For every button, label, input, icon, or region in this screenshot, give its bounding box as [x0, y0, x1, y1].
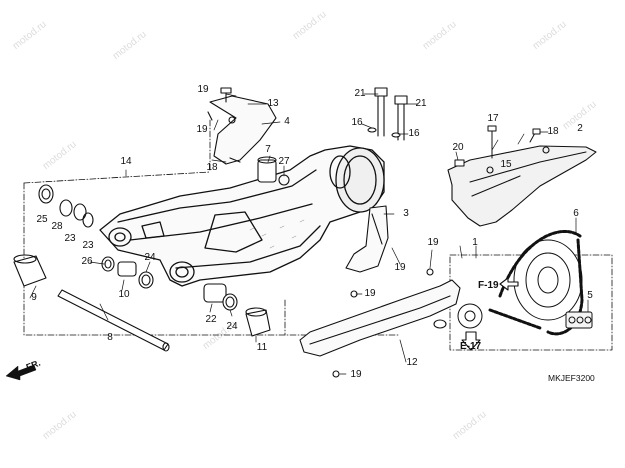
callout-21-right: 21: [415, 98, 427, 109]
callout-10: 10: [118, 289, 130, 300]
callout-6: 6: [573, 208, 579, 219]
callout-23-upper: 23: [64, 233, 76, 244]
callout-24-lower: 24: [226, 321, 238, 332]
callout-27: 27: [278, 156, 290, 167]
callout-19-slider-top: 19: [427, 237, 439, 248]
axle-bolts: [367, 87, 408, 141]
callout-22: 22: [205, 314, 217, 325]
callout-8: 8: [107, 332, 113, 343]
reference-arrows: [461, 277, 519, 351]
callout-23-lower: 23: [82, 240, 94, 251]
front-direction-arrow-icon: [5, 364, 37, 381]
callout-20: 20: [452, 142, 464, 153]
callout-17: 17: [487, 113, 499, 124]
callout-21-left: 21: [354, 88, 366, 99]
leader-lines: [29, 93, 589, 375]
reference-e17[interactable]: E-17: [460, 341, 482, 352]
reference-f19[interactable]: F-19: [478, 280, 499, 291]
callout-19-slider-mid: 19: [394, 262, 406, 273]
callout-16-right: 16: [408, 128, 420, 139]
callout-19-bracket: 19: [196, 124, 208, 135]
callout-19-slider-bottom: 19: [364, 288, 376, 299]
pivot-axle: [13, 254, 271, 352]
callout-15: 15: [500, 159, 512, 170]
callout-26: 26: [81, 256, 93, 267]
callout-14: 14: [120, 156, 132, 167]
bearings-seals: [38, 184, 238, 311]
callout-1: 1: [472, 237, 478, 248]
callout-12: 12: [406, 357, 418, 368]
upper-bracket: [207, 87, 277, 165]
chain-guard: [447, 145, 597, 227]
callout-11: 11: [256, 342, 268, 353]
drive-chain: [457, 230, 593, 336]
chain-slider-upper: [345, 205, 389, 273]
diagram-code: MKJEF3200: [548, 373, 595, 383]
callout-19-top: 19: [197, 84, 209, 95]
callout-7: 7: [265, 144, 271, 155]
callout-2: 2: [577, 123, 583, 134]
callout-18-right: 18: [547, 126, 559, 137]
callout-4: 4: [284, 116, 290, 127]
callout-3: 3: [403, 208, 409, 219]
swingarm: [99, 145, 385, 287]
chain-slider-lower: [299, 268, 461, 378]
callout-28: 28: [51, 221, 63, 232]
callout-13: 13: [267, 98, 279, 109]
callout-9: 9: [31, 292, 37, 303]
callout-24-upper: 24: [144, 252, 156, 263]
callout-18-left: 18: [206, 162, 218, 173]
callout-19-lower: 19: [350, 369, 362, 380]
guard-bolts: [454, 125, 541, 167]
callout-16-left: 16: [351, 117, 363, 128]
callout-25: 25: [36, 214, 48, 225]
callout-5: 5: [587, 290, 593, 301]
